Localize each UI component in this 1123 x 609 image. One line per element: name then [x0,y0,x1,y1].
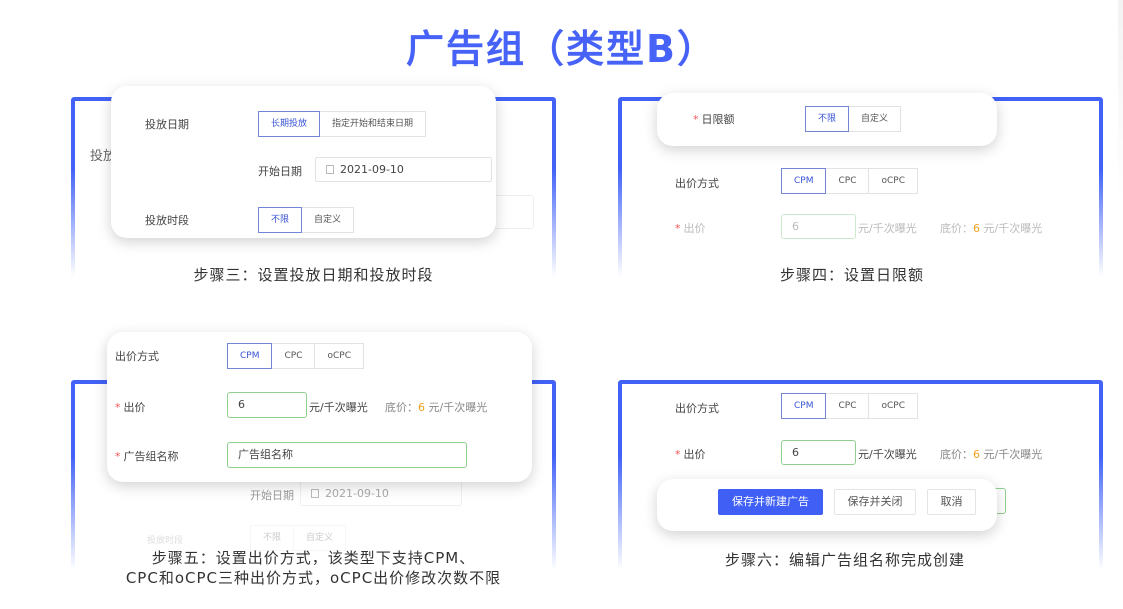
bid-label: *出价 [675,448,706,461]
name-label: *广告组名称 [115,450,179,463]
option-cpm[interactable]: CPM [781,393,827,419]
bid-label: *出价 [115,401,146,414]
bid-method-toggle[interactable]: CPM CPC oCPC [781,168,918,194]
bid-method-toggle[interactable]: CPM CPC oCPC [227,343,364,369]
option-unlimited[interactable]: 不限 [805,106,850,132]
option-cpc[interactable]: CPC [826,393,870,419]
option-custom[interactable]: 自定义 [302,207,355,233]
bid-label: *出价 [675,222,706,235]
bg-start-input: 2021-09-10 [300,481,462,506]
step4-caption: 步骤四：设置日限额 [780,266,925,284]
step5-caption: 步骤五：设置出价方式，该类型下支持CPM、 CPC和oCPC三种出价方式，oCP… [125,549,502,587]
cancel-button[interactable]: 取消 [927,489,976,515]
budget-toggle[interactable]: 不限 自定义 [805,106,902,132]
name-input[interactable]: 广告组名称 [227,442,467,468]
bg-start-label: 开始日期 [250,489,294,502]
bid-input[interactable]: 6 [227,392,307,418]
time-type-toggle[interactable]: 不限 自定义 [258,207,355,233]
step4-card: *日限额 不限 自定义 [657,93,997,146]
option-ocpc[interactable]: oCPC [315,343,364,369]
start-date-input[interactable]: 2021-09-10 [315,157,492,182]
page-title: 广告组（类型B） [406,27,717,71]
calendar-icon [326,165,334,174]
date-label: 投放日期 [145,118,189,131]
daily-budget-label: *日限额 [693,113,735,126]
step3-card: 投放日期 长期投放 指定开始和结束日期 开始日期 2021-09-10 投放时段… [111,86,496,238]
bid-method-toggle[interactable]: CPM CPC oCPC [781,393,918,419]
step6-frame [618,380,1103,570]
date-type-toggle[interactable]: 长期投放 指定开始和结束日期 [258,111,427,137]
start-date-label: 开始日期 [258,165,302,178]
option-cpc[interactable]: CPC [826,168,870,194]
bg-time-label: 投放时段 [147,536,184,546]
save-and-close-button[interactable]: 保存并关闭 [834,489,916,515]
bid-input[interactable]: 6 [781,214,856,239]
option-ocpc[interactable]: oCPC [869,168,918,194]
save-and-new-button[interactable]: 保存并新建广告 [718,489,823,515]
floor-price: 底价：6 元/千次曝光 [385,401,488,414]
option-cpm[interactable]: CPM [227,343,273,369]
option-cpm[interactable]: CPM [781,168,827,194]
bid-method-label: 出价方式 [115,350,159,363]
option-cpc[interactable]: CPC [272,343,316,369]
bid-unit: 元/千次曝光 [309,401,368,414]
floor-price: 底价：6 元/千次曝光 [940,222,1043,235]
bid-method-label: 出价方式 [675,402,719,415]
option-long-term[interactable]: 长期投放 [258,111,321,137]
bid-unit: 元/千次曝光 [858,448,917,461]
option-specify-dates[interactable]: 指定开始和结束日期 [320,111,427,137]
time-label: 投放时段 [145,214,189,227]
option-ocpc[interactable]: oCPC [869,393,918,419]
step6-card: 保存并新建广告 保存并关闭 取消 [657,479,997,531]
bid-input[interactable]: 6 [781,440,856,465]
scrollbar-track[interactable] [1118,0,1123,200]
step3-caption: 步骤三：设置投放日期和投放时段 [193,266,434,284]
bg-time-toggle: 不限自定义 [250,525,347,551]
step6-caption: 步骤六：编辑广告组名称完成创建 [725,551,966,569]
option-unlimited[interactable]: 不限 [258,207,303,233]
step5-card: 出价方式 CPM CPC oCPC *出价 6 元/千次曝光 底价：6 元/千次… [107,332,532,482]
floor-price: 底价：6 元/千次曝光 [940,448,1043,461]
bid-unit: 元/千次曝光 [858,222,917,235]
option-custom[interactable]: 自定义 [849,106,902,132]
bid-method-label: 出价方式 [675,177,719,190]
